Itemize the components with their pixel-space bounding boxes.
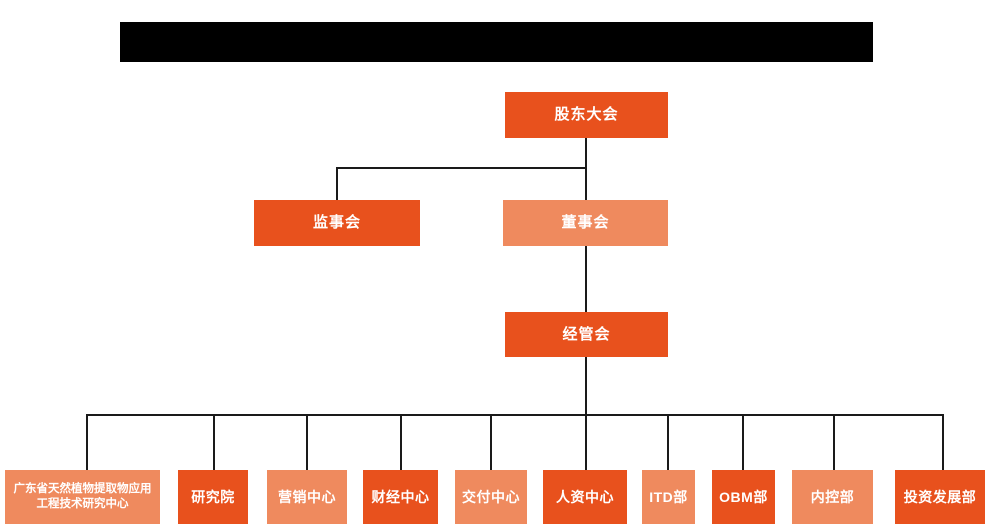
connector-drop-marketing bbox=[306, 414, 308, 470]
node-supervisory-board: 监事会 bbox=[254, 200, 420, 246]
connector-drop-delivery bbox=[490, 414, 492, 470]
node-shareholders-meeting: 股东大会 bbox=[505, 92, 668, 138]
node-management-committee: 经管会 bbox=[505, 312, 668, 357]
node-guangdong-plant-extract-research-center: 广东省天然植物提取物应用工程技术研究中心 bbox=[5, 470, 160, 524]
node-itd-department: ITD部 bbox=[642, 470, 695, 524]
connector-drop-hr bbox=[585, 414, 587, 470]
connector-shareholders-down bbox=[585, 138, 587, 200]
connector-drop-control bbox=[833, 414, 835, 470]
connector-level4-horizontal bbox=[86, 414, 944, 416]
connector-drop-research bbox=[213, 414, 215, 470]
node-finance-center: 财经中心 bbox=[363, 470, 438, 524]
redacted-title-bar bbox=[120, 22, 873, 62]
connector-board-to-management bbox=[585, 246, 587, 312]
connector-drop-obm bbox=[742, 414, 744, 470]
connector-drop-finance bbox=[400, 414, 402, 470]
connector-management-down bbox=[585, 357, 587, 415]
node-research-institute: 研究院 bbox=[178, 470, 248, 524]
connector-drop-itd bbox=[667, 414, 669, 470]
node-internal-control-department: 内控部 bbox=[792, 470, 873, 524]
node-marketing-center: 营销中心 bbox=[267, 470, 347, 524]
node-hr-center: 人资中心 bbox=[543, 470, 627, 524]
node-investment-development-department: 投资发展部 bbox=[895, 470, 985, 524]
node-obm-department: OBM部 bbox=[712, 470, 775, 524]
node-delivery-center: 交付中心 bbox=[455, 470, 527, 524]
connector-drop-invest bbox=[942, 414, 944, 470]
connector-supervisory-drop bbox=[336, 167, 338, 200]
node-board-of-directors: 董事会 bbox=[503, 200, 668, 246]
connector-level2-horizontal bbox=[336, 167, 587, 169]
connector-drop-gdcenter bbox=[86, 414, 88, 470]
